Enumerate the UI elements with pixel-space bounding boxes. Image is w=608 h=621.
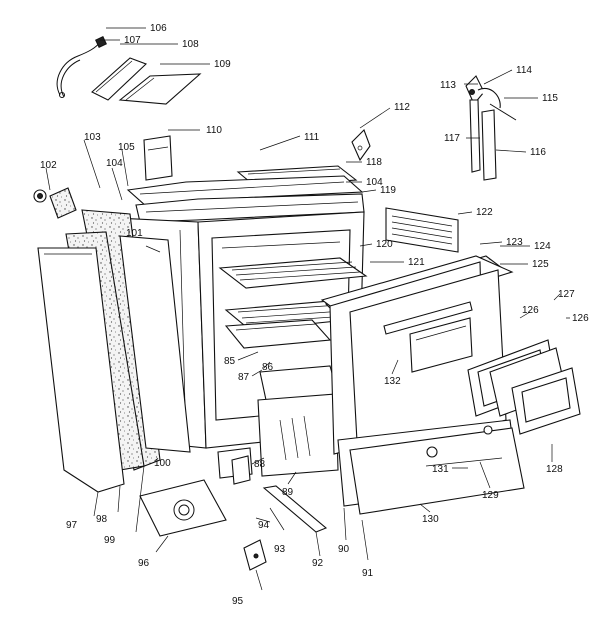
label-126-right: 126 xyxy=(572,313,589,324)
label-124: 124 xyxy=(534,241,551,252)
label-86: 86 xyxy=(262,362,274,373)
label-106: 106 xyxy=(150,23,167,34)
label-127: 127 xyxy=(558,289,575,300)
label-88: 88 xyxy=(254,459,266,470)
leader-lines xyxy=(45,27,570,591)
backsplash-122 xyxy=(385,207,459,253)
label-100: 100 xyxy=(154,458,171,469)
bracket-108 xyxy=(91,57,148,101)
label-132: 132 xyxy=(384,376,401,387)
label-113: 113 xyxy=(440,80,456,91)
label-118: 118 xyxy=(366,157,382,168)
leveling-leg-95 xyxy=(243,539,267,571)
door-window-126-128 xyxy=(467,339,581,435)
burner-plate-96 xyxy=(139,479,227,537)
label-108: 108 xyxy=(182,39,199,50)
label-104-right: 104 xyxy=(366,177,383,188)
label-119: 119 xyxy=(380,185,396,196)
label-94: 94 xyxy=(258,520,270,531)
bracket-109 xyxy=(118,73,202,105)
label-90: 90 xyxy=(338,544,350,555)
label-95: 95 xyxy=(232,596,244,607)
label-122: 122 xyxy=(476,207,493,218)
vent-102 xyxy=(33,189,47,203)
side-panels-97-99 xyxy=(37,187,191,493)
label-107: 107 xyxy=(124,35,141,46)
label-114: 114 xyxy=(516,65,532,76)
label-85: 85 xyxy=(224,356,236,367)
label-126-left: 126 xyxy=(522,305,539,316)
label-125: 125 xyxy=(532,259,549,270)
label-99: 99 xyxy=(104,535,116,546)
broiler-drawer-87-89 xyxy=(217,365,339,479)
label-129: 129 xyxy=(482,490,499,501)
label-97: 97 xyxy=(66,520,78,531)
kick-plate-92-94 xyxy=(231,455,328,533)
part-labels: 106 107 108 109 110 111 112 113 114 115 … xyxy=(40,23,589,607)
oven-door-123-125 xyxy=(320,255,514,461)
hinge-assembly-113-117 xyxy=(465,75,517,181)
label-111: 111 xyxy=(304,132,320,143)
label-123: 123 xyxy=(506,237,523,248)
label-92: 92 xyxy=(312,558,324,569)
label-117: 117 xyxy=(444,133,460,144)
label-131: 131 xyxy=(432,464,449,475)
top-frame-104-118-119 xyxy=(126,175,365,223)
label-128: 128 xyxy=(546,464,563,475)
label-89: 89 xyxy=(282,487,294,498)
label-130: 130 xyxy=(422,514,439,525)
label-115: 115 xyxy=(542,93,558,104)
label-101: 101 xyxy=(126,228,143,239)
label-104-left: 104 xyxy=(106,158,123,169)
label-110: 110 xyxy=(206,125,222,136)
label-98: 98 xyxy=(96,514,108,525)
wire-harness-106 xyxy=(56,36,107,98)
bracket-110 xyxy=(143,135,173,181)
label-91: 91 xyxy=(362,568,374,579)
drawer-front-129-131 xyxy=(337,419,525,515)
label-116: 116 xyxy=(530,147,546,158)
label-103: 103 xyxy=(84,132,101,143)
label-96: 96 xyxy=(138,558,150,569)
clip-112 xyxy=(351,129,371,162)
label-102: 102 xyxy=(40,160,57,171)
label-105: 105 xyxy=(118,142,135,153)
label-121: 121 xyxy=(408,257,425,268)
label-87: 87 xyxy=(238,372,250,383)
broiler-pan-85-86 xyxy=(224,319,332,349)
label-109: 109 xyxy=(214,59,231,70)
label-112: 112 xyxy=(394,102,410,113)
label-93: 93 xyxy=(274,544,286,555)
label-120: 120 xyxy=(376,239,393,250)
